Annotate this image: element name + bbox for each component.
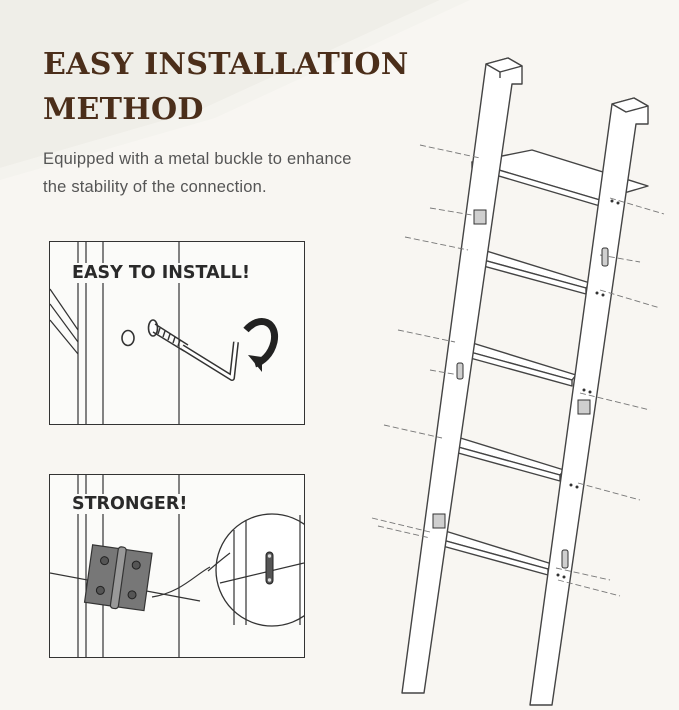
- description-line-2: the stability of the connection.: [43, 178, 267, 196]
- easy-install-label: EASY TO INSTALL!: [70, 263, 252, 283]
- stronger-panel: STRONGER!: [49, 474, 305, 658]
- easy-install-panel: EASY TO INSTALL!: [49, 241, 305, 425]
- hex-key-illustration: [50, 242, 279, 424]
- ladder-shelf-illustration: [371, 57, 665, 706]
- description: Equipped with a metal buckle to enhance …: [43, 145, 423, 201]
- page-title: EASY INSTALLATION METHOD: [43, 42, 409, 132]
- hinge-illustration: [50, 475, 304, 657]
- title-line-2: METHOD: [43, 92, 204, 127]
- title-line-1: EASY INSTALLATION: [43, 47, 409, 82]
- description-line-1: Equipped with a metal buckle to enhance: [43, 150, 352, 168]
- stronger-label: STRONGER!: [70, 494, 190, 514]
